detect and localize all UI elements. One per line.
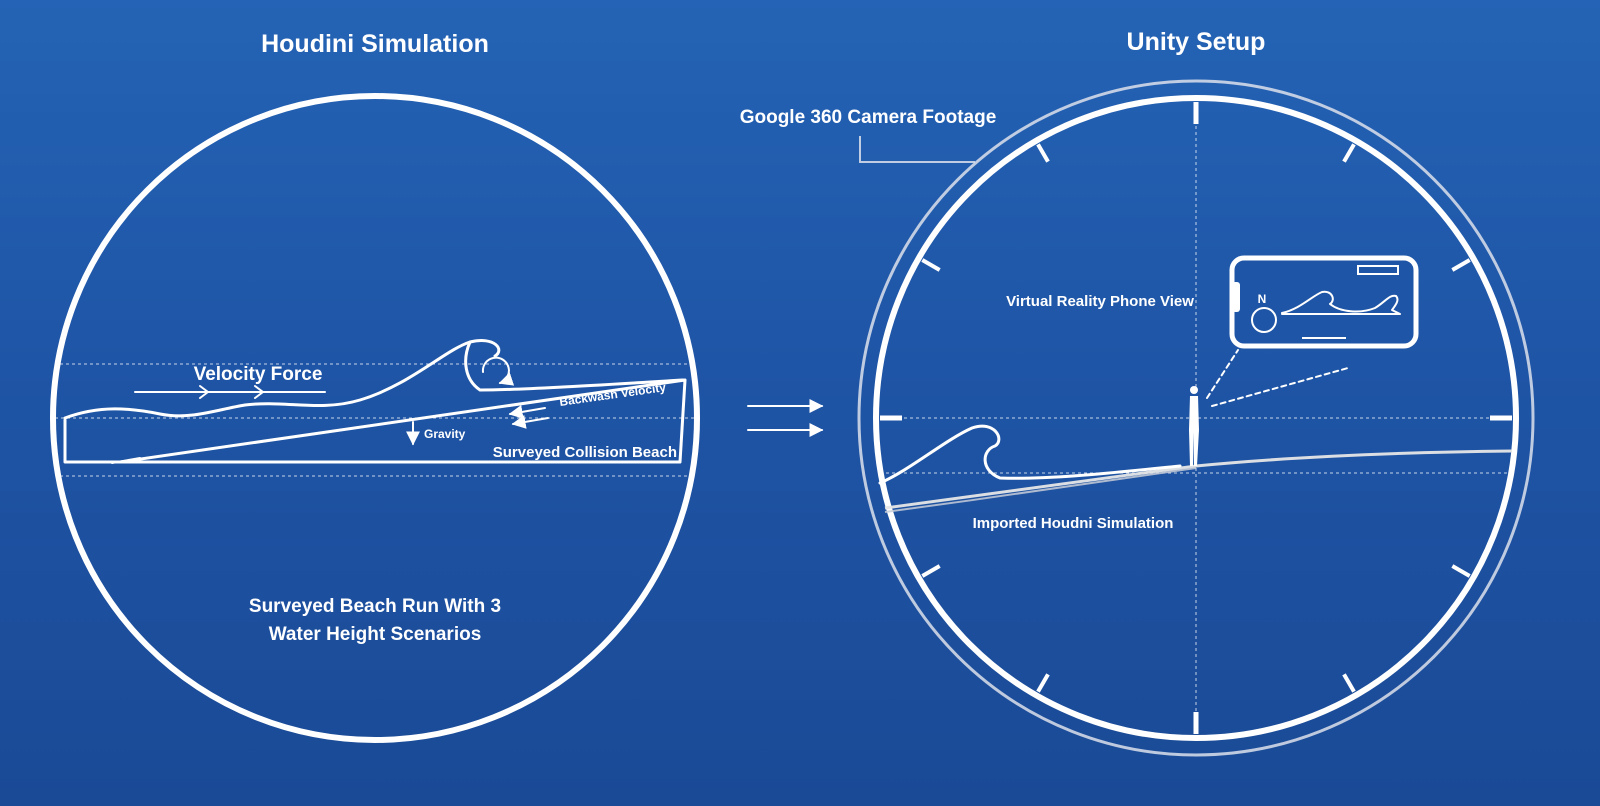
velocity-force-label: Velocity Force — [194, 364, 323, 385]
gravity-label: Gravity — [424, 427, 466, 441]
velocity-arrows — [134, 385, 326, 399]
clock-tick — [1036, 673, 1050, 693]
clock-tick — [1036, 143, 1050, 163]
clock-tick — [1451, 564, 1471, 578]
houdini-circle — [50, 93, 700, 743]
beach-slope-line — [884, 467, 1197, 513]
transition-arrows — [747, 399, 824, 437]
compass-label: N — [1258, 292, 1267, 306]
wave-icon — [878, 424, 1182, 485]
phone-icon — [1229, 255, 1419, 349]
houdini-title: Houdini Simulation — [261, 30, 489, 58]
unity-panel: Unity Setup Google 360 Camera Footage — [740, 28, 1535, 757]
wave-curl — [464, 340, 685, 392]
view-line-lower — [1211, 367, 1349, 407]
imported-simulation-label: Imported Houdni Simulation — [973, 515, 1174, 532]
camera-sphere-outer-ring — [857, 79, 1535, 757]
clock-tick — [1451, 258, 1471, 272]
beach-tip — [111, 457, 141, 464]
rotation-icon — [481, 356, 515, 386]
camera-footage-label: Google 360 Camera Footage — [740, 107, 997, 128]
unity-title: Unity Setup — [1127, 28, 1266, 56]
houdini-panel: Houdini Simulation Velocity Force Backwa… — [50, 30, 700, 743]
person-icon — [1189, 386, 1199, 466]
view-line-upper — [1206, 349, 1239, 399]
phone-view-label: Virtual Reality Phone View — [1006, 293, 1194, 310]
backwash-arrows — [508, 404, 549, 429]
footage-leader-line — [859, 136, 975, 163]
unity-circle — [873, 95, 1519, 741]
clock-tick — [1342, 143, 1356, 163]
caption-line-1: Surveyed Beach Run With 3 — [249, 596, 501, 617]
clock-tick — [921, 564, 941, 578]
caption-line-2: Water Height Scenarios — [269, 624, 482, 645]
surveyed-collision-beach-label: Surveyed Collision Beach — [493, 444, 677, 461]
clock-tick — [1342, 673, 1356, 693]
clock-tick — [921, 258, 941, 272]
collision-beach-shape — [63, 378, 687, 464]
